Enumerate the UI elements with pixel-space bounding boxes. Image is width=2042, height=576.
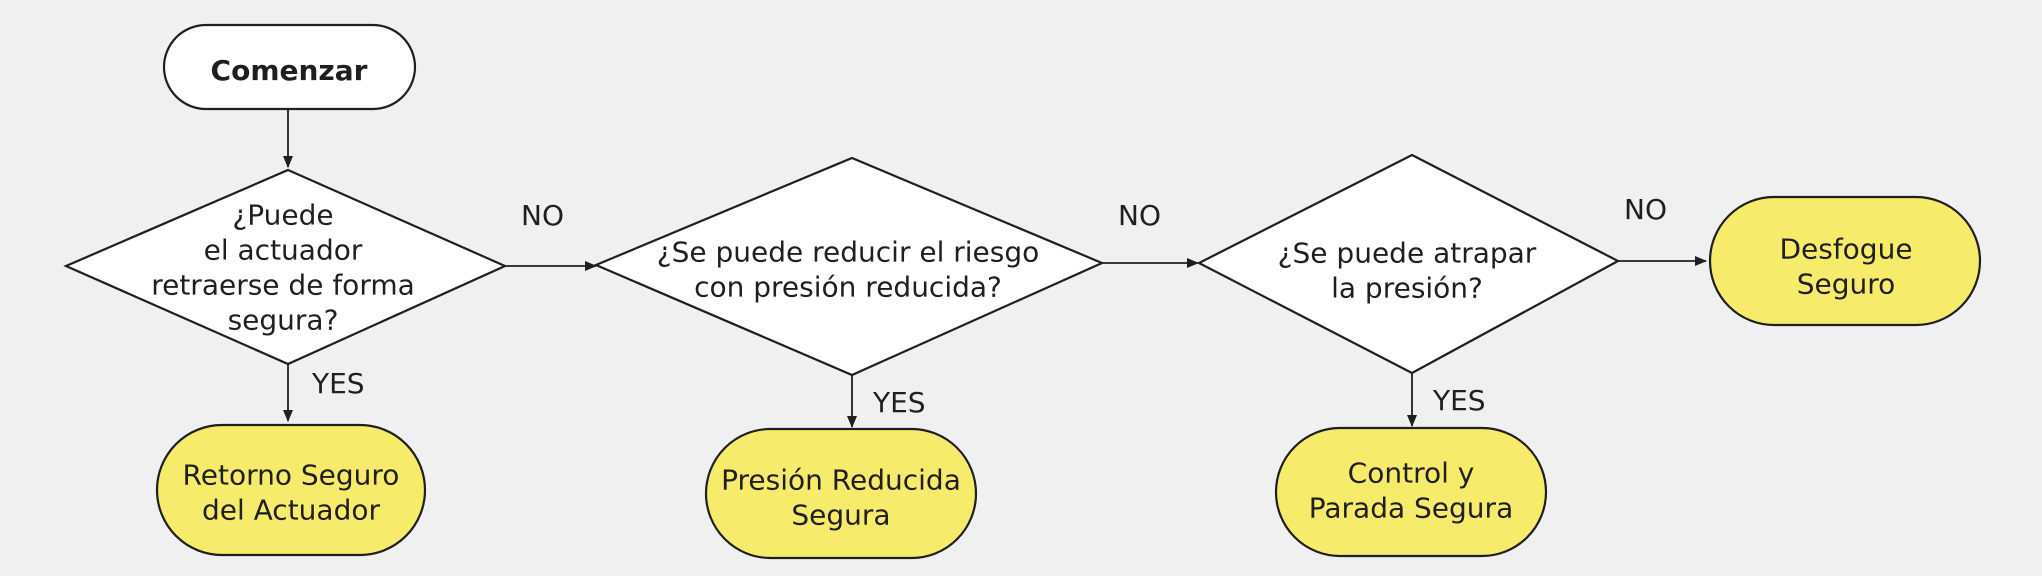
label-line: Retorno Seguro <box>183 459 400 492</box>
decision-2-yes-label: YES <box>872 386 926 419</box>
label-line: el actuador <box>204 234 363 267</box>
label-line: Seguro <box>1797 268 1896 301</box>
decision-1-no-label: NO <box>521 199 564 232</box>
label-line: con presión reducida? <box>694 271 1002 304</box>
terminal-3-shape <box>1274 426 1548 558</box>
label-line: Presión Reducida <box>721 464 961 497</box>
label-line: ¿Se puede atrapar <box>1278 237 1537 270</box>
label-line: ¿Se puede reducir el riesgo <box>657 236 1040 269</box>
label-line: Segura <box>791 499 890 532</box>
label-line: Desfogue <box>1779 233 1912 266</box>
decision-2-no-label: NO <box>1118 199 1161 232</box>
decision-1-yes-label: YES <box>311 367 365 400</box>
terminal-1-shape <box>155 423 427 557</box>
start-label: Comenzar <box>211 54 368 87</box>
start-shape <box>162 23 417 111</box>
terminal-4-shape <box>1708 195 1982 327</box>
decision-3-no-label: NO <box>1624 193 1667 226</box>
label-line: Parada Segura <box>1309 492 1513 525</box>
label-line: Comenzar <box>211 54 368 87</box>
start-node: Comenzar <box>162 23 417 111</box>
terminal-2-shape <box>704 427 978 560</box>
decision-1-shape <box>63 168 508 366</box>
label-line: segura? <box>228 304 339 337</box>
decision-3-yes-label: YES <box>1432 384 1486 417</box>
decision-3-shape <box>1196 153 1621 375</box>
label-line: la presión? <box>1331 272 1483 305</box>
label-line: del Actuador <box>202 494 381 527</box>
label-line: ¿Puede <box>232 199 333 232</box>
label-line: Control y <box>1348 457 1475 490</box>
decision-2-shape <box>593 156 1105 377</box>
label-line: retraerse de forma <box>151 269 415 302</box>
